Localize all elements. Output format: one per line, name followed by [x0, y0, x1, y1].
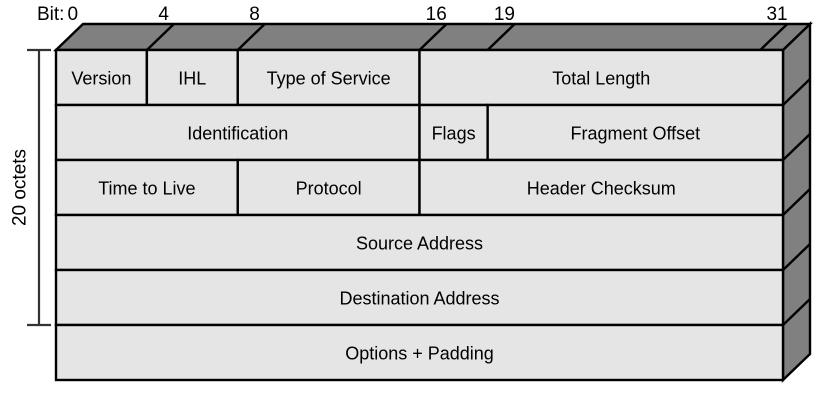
top-face-bit-tick: [146, 23, 175, 51]
top-face-bit-tick: [759, 23, 789, 51]
side-face-row-edge: [782, 133, 811, 161]
header-field-label: Destination Address: [339, 289, 499, 309]
header-field-cell: [486, 103, 785, 162]
octets-label: 20 octets: [10, 149, 31, 226]
header-field-label: Fragment Offset: [570, 124, 700, 144]
header-field-cell: [418, 48, 785, 107]
header-field-label: Source Address: [356, 234, 483, 254]
header-field-label: Time to Live: [98, 179, 195, 199]
header-field-cell: [54, 213, 785, 272]
bit-tick-label: 16: [426, 4, 447, 25]
header-field-cell: [54, 323, 785, 382]
header-field-label: Version: [71, 69, 131, 89]
header-field-label: Total Length: [552, 69, 650, 89]
side-face-row-edge: [782, 298, 811, 326]
box-top-face-group: [53, 22, 813, 52]
top-face-bit-tick: [486, 23, 516, 51]
header-field-cell: [54, 268, 785, 327]
header-field-cell: [418, 103, 489, 162]
header-field-label: Options + Padding: [345, 344, 494, 364]
header-field-label: IHL: [178, 69, 206, 89]
side-face-row-edge: [782, 78, 811, 106]
header-field-cells: [54, 48, 785, 382]
bit-tick-label: 0: [67, 4, 78, 25]
header-field-cell: [418, 158, 785, 217]
header-field-label: Identification: [187, 124, 288, 144]
bit-tick-label: 31: [766, 4, 787, 25]
side-face-row-edge: [782, 243, 811, 271]
header-field-label: Header Checksum: [527, 179, 676, 199]
bit-scale-caption: Bit:: [37, 4, 64, 25]
header-field-cell: [54, 158, 239, 217]
bit-scale-labels: 0 4 8 16 19 31: [67, 4, 787, 25]
header-field-cell: [54, 48, 149, 107]
side-face-row-edge: [782, 188, 811, 216]
header-field-cell: [236, 48, 421, 107]
bit-tick-label: 4: [158, 4, 169, 25]
header-field-label: Protocol: [296, 179, 362, 199]
header-field-label: Flags: [432, 124, 476, 144]
octets-bracket: [27, 48, 51, 327]
header-field-label: Type of Service: [267, 69, 391, 89]
top-face-bit-tick: [236, 23, 266, 51]
header-field-labels: Version IHL Type of Service Total LengthIde…: [71, 69, 700, 364]
box-side-face-group: [781, 21, 812, 383]
bit-tick-label: 8: [249, 4, 260, 25]
header-field-cell: [54, 103, 421, 162]
top-face-bit-tick: [418, 23, 448, 51]
bit-tick-label: 19: [494, 4, 515, 25]
